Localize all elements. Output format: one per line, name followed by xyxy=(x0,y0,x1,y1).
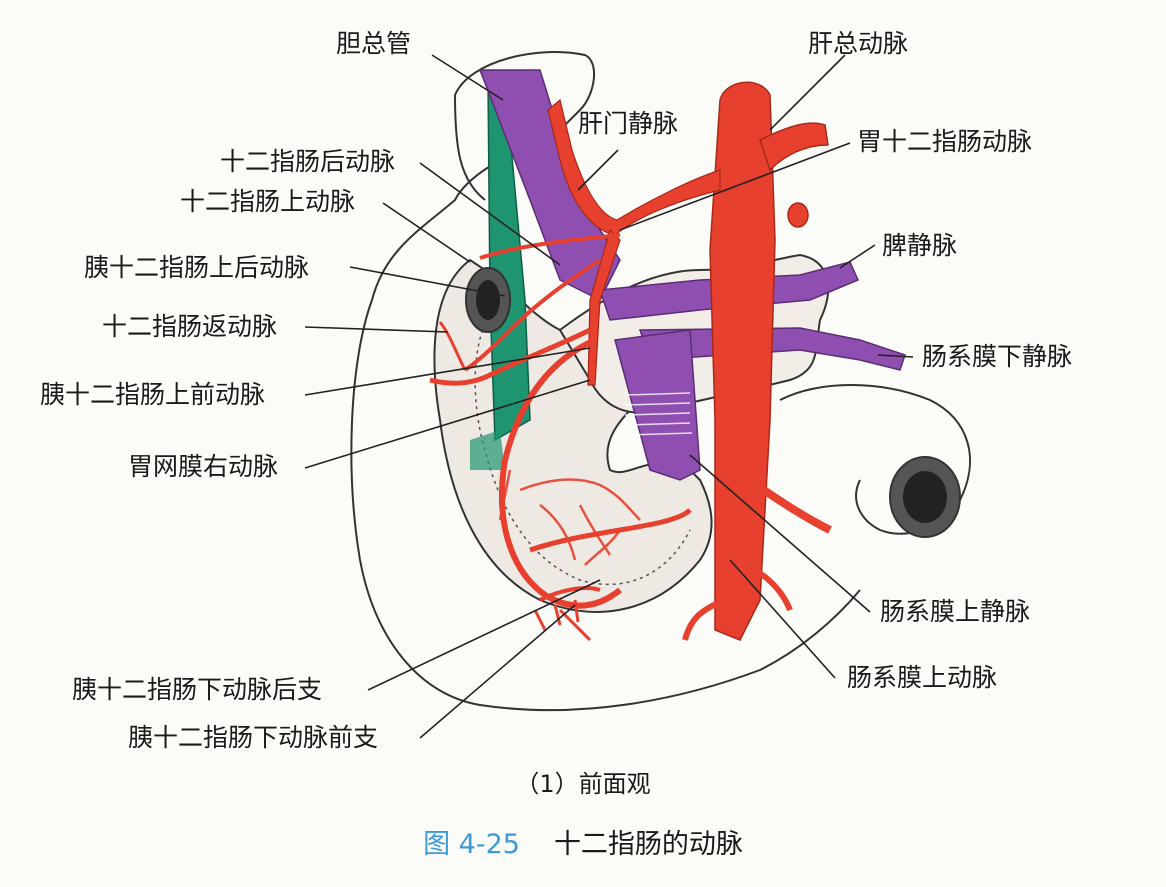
label-common-hepatic-artery: 肝总动脉 xyxy=(808,29,909,58)
recurrent-duodenal-artery xyxy=(438,321,467,371)
gastroduodenal-artery xyxy=(587,228,621,386)
bile-duct-sheath xyxy=(454,94,486,201)
figure-number: 图 4-25 xyxy=(423,829,520,860)
hepatic-artery-branch xyxy=(759,122,829,172)
leader-lines xyxy=(304,54,914,739)
inferior-pd-posterior-branch xyxy=(539,586,601,602)
label-portal-vein: 肝门静脉 xyxy=(578,109,679,138)
jejunum-loop xyxy=(779,384,971,535)
portal-vein xyxy=(478,69,621,302)
posterior-superior-pd-artery xyxy=(463,258,602,372)
label-inferior-pd-anterior-branch: 胰十二指肠下动脉前支 xyxy=(128,723,379,752)
figure-title: 十二指肠的动脉 xyxy=(553,829,743,860)
inferior-pd-anterior-branch xyxy=(558,608,592,642)
label-gastroduodenal-artery: 胃十二指肠动脉 xyxy=(857,127,1033,156)
figure-caption: 图 4-25 十二指肠的动脉 xyxy=(0,822,1166,861)
anterior-superior-pd-artery xyxy=(429,327,592,386)
label-splenic-vein: 脾静脉 xyxy=(882,231,958,260)
label-posterior-superior-pd-artery: 胰十二指肠上后动脉 xyxy=(84,253,310,282)
hepatic-artery-proper xyxy=(547,98,721,236)
label-right-gastroepiploic-artery: 胃网膜右动脉 xyxy=(128,452,279,481)
superior-mesenteric-vein xyxy=(614,329,701,481)
outer-contour xyxy=(350,51,861,712)
supraduodenal-artery xyxy=(479,233,621,260)
label-recurrent-duodenal-artery: 十二指肠返动脉 xyxy=(102,312,278,341)
view-subcaption: （1）前面观 xyxy=(515,770,651,798)
label-inferior-mesenteric-vein: 肠系膜下静脉 xyxy=(922,342,1073,371)
common-hepatic-artery-trunk xyxy=(709,81,776,641)
label-superior-mesenteric-vein: 肠系膜上静脉 xyxy=(880,597,1031,626)
label-anterior-superior-pd-artery: 胰十二指肠上前动脉 xyxy=(40,380,266,409)
label-superior-mesenteric-artery: 肠系膜上动脉 xyxy=(847,663,998,692)
label-common-bile-duct: 胆总管 xyxy=(336,29,412,58)
label-retroduodenal-artery: 十二指肠后动脉 xyxy=(220,147,396,176)
label-supraduodenal-artery: 十二指肠上动脉 xyxy=(180,187,356,216)
label-inferior-pd-posterior-branch: 胰十二指肠下动脉后支 xyxy=(72,675,323,704)
